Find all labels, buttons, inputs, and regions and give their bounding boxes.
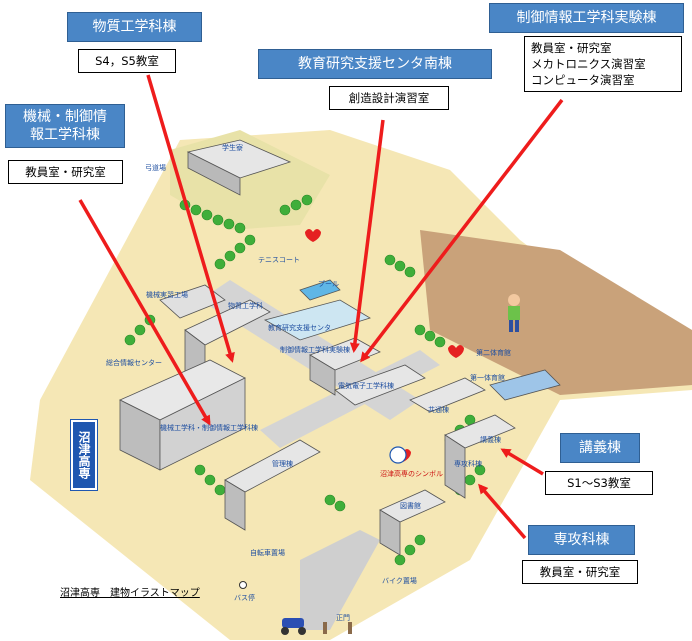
arrow-kikai — [78, 199, 211, 426]
label-busshitsu: 物質工学科 — [228, 301, 263, 310]
label-tosho: 図書館 — [400, 501, 421, 510]
label-symbol: 沼津高専のシンボル — [380, 469, 443, 478]
arrow-kougi — [500, 448, 544, 476]
pool — [299, 279, 341, 301]
kyouiku-building — [263, 299, 371, 341]
kyoutsuu-building — [409, 377, 486, 413]
label-kyoutsuu: 共通棟 — [428, 405, 449, 414]
callout-busshitsu-title: 物質工学科棟 — [67, 12, 202, 42]
label-daiichi-taiikukan: 第一体育館 — [470, 373, 505, 382]
callout-senkou-title: 専攻科棟 — [528, 525, 635, 555]
callout-kougi-info: S1～S3教室 — [545, 471, 653, 495]
sports-field — [420, 230, 692, 395]
label-bike: バイク置場 — [382, 576, 417, 585]
label-seimon: 正門 — [336, 614, 350, 622]
label-jitensha: 自転車置場 — [250, 548, 285, 557]
gate-icon — [323, 622, 352, 634]
gym-building — [489, 369, 561, 401]
label-senkou: 専攻科棟 — [454, 459, 482, 468]
arrow-busshitsu — [146, 74, 235, 363]
seigyo-jikken-info-line-1: 教員室・研究室 — [531, 41, 612, 55]
kikai-title-line-2: 報工学科棟 — [30, 127, 100, 143]
label-kyuudou: 弓道場 — [145, 163, 166, 172]
callout-senkou-info: 教員室・研究室 — [522, 560, 638, 584]
label-kikai-seigyo: 機械工学科・制御情報工学科棟 — [160, 423, 258, 432]
seigyo-jikken-info-line-2: メカトロニクス演習室 — [531, 57, 646, 71]
label-sougou-jouhou: 総合情報センター — [106, 358, 162, 367]
pointer-arrows — [78, 74, 564, 540]
callout-kougi-title: 講義棟 — [560, 433, 640, 463]
arrow-senkou — [478, 483, 527, 540]
scooter-icon — [281, 618, 306, 635]
label-gakusei-ryo: 学生寮 — [222, 143, 243, 152]
callout-busshitsu-info: S4，S5教室 — [78, 49, 176, 73]
callout-seigyo-jikken-title: 制御情報工学科実験棟 — [489, 3, 684, 33]
symbol-icon — [389, 446, 407, 464]
buildings — [119, 139, 561, 556]
kikai-title-line-1: 機械・制御情 — [23, 109, 107, 125]
callout-kikai-info: 教員室・研究室 — [8, 160, 123, 184]
seigyo-jikken-info-line-3: コンピュータ演習室 — [531, 73, 635, 87]
callout-kikai-title: 機械・制御情 報工学科棟 — [5, 104, 125, 148]
label-kyouiku: 教育研究支援センタ — [268, 323, 331, 332]
map-caption: 沼津高専 建物イラストマップ — [60, 588, 200, 599]
bus-stop-icon — [239, 581, 247, 589]
arrow-kyouiku — [349, 119, 385, 353]
label-kanri: 管理棟 — [272, 459, 293, 468]
label-bus: バス停 — [234, 593, 255, 602]
denki-building — [334, 364, 426, 406]
label-pool: プール — [318, 280, 339, 288]
callout-kyouiku-info: 創造設計演習室 — [329, 86, 449, 110]
callout-seigyo-jikken-info: 教員室・研究室 メカトロニクス演習室 コンピュータ演習室 — [524, 36, 682, 92]
label-kikai-jisshu: 機械実習工場 — [146, 290, 188, 299]
label-tennis: テニスコート — [258, 256, 300, 264]
callout-kyouiku-title: 教育研究支援センタ南棟 — [258, 49, 492, 79]
tree-rows — [124, 194, 486, 566]
soccer-player-icon — [508, 294, 520, 332]
arrow-seigyo-jikken — [360, 98, 564, 363]
label-kougi: 講義棟 — [480, 435, 501, 444]
kikai-jisshu-building — [159, 284, 226, 319]
label-denki: 電気電子工学科棟 — [338, 381, 394, 390]
label-seigyo: 制御情報工学科実験棟 — [280, 345, 350, 354]
entrance-road — [300, 530, 380, 630]
label-daini-taiikukan: 第二体育館 — [476, 348, 511, 357]
numazu-kosen-sign: 沼津高専 — [70, 419, 98, 491]
